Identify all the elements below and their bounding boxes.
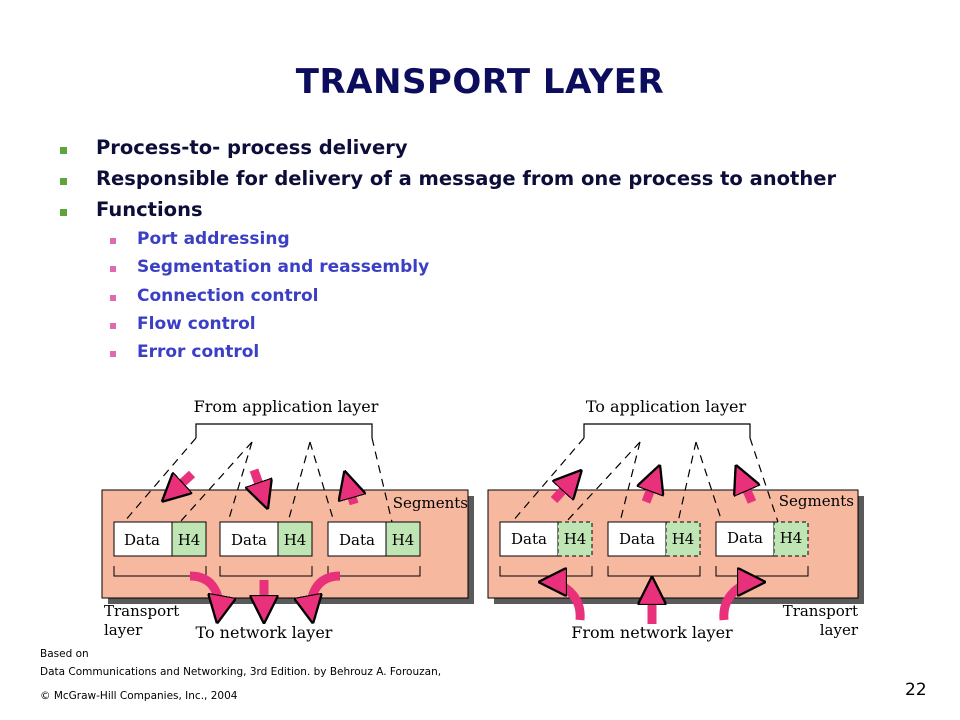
- svg-text:Data: Data: [511, 530, 547, 548]
- sub-bullet-item: Connection control: [60, 286, 940, 314]
- left-segment-2: Data H4: [219, 521, 313, 557]
- svg-text:Data: Data: [124, 531, 160, 549]
- sub-bullet-square-icon: [110, 238, 116, 244]
- transport-layer-diagram: From application layer Segments Data H4 …: [101, 397, 864, 642]
- bullet-item: Functions: [60, 198, 940, 229]
- left-bottom-label: To network layer: [196, 623, 333, 642]
- right-box-label: Segments: [779, 492, 854, 510]
- right-layer-label-2: layer: [820, 621, 859, 639]
- right-layer-label-1: Transport: [783, 602, 858, 620]
- right-bottom-label: From network layer: [571, 623, 733, 642]
- footer-citation: Data Communications and Networking, 3rd …: [40, 666, 442, 678]
- bullet-square-icon: [60, 209, 67, 216]
- sub-bullet-text: Error control: [137, 342, 260, 363]
- right-panel: To application layer Segments Data H4 Da…: [487, 397, 864, 642]
- left-box-label: Segments: [393, 494, 468, 512]
- sub-bullet-item: Error control: [60, 342, 940, 370]
- right-segment-3: Data H4: [715, 521, 809, 557]
- bullet-square-icon: [60, 147, 67, 154]
- page-number: 22: [905, 680, 927, 700]
- left-top-bracket: [195, 423, 373, 438]
- left-bottom-brackets: [113, 566, 421, 577]
- sub-bullet-item: Flow control: [60, 314, 940, 342]
- sub-bullet-text: Connection control: [137, 285, 319, 306]
- bullet-list: Process-to- process delivery Responsible…: [60, 136, 940, 370]
- sub-bullet-item: Port addressing: [60, 229, 940, 257]
- left-panel: From application layer Segments Data H4 …: [101, 397, 474, 642]
- footer-based-on: Based on: [40, 648, 89, 660]
- right-flow-arrows: [544, 470, 760, 624]
- left-segment-3: Data H4: [327, 521, 421, 557]
- svg-text:H4: H4: [564, 530, 587, 548]
- left-layer-label-1: Transport: [104, 602, 179, 620]
- sub-bullet-square-icon: [110, 322, 116, 329]
- svg-text:H4: H4: [392, 531, 415, 549]
- left-dashed-guides: [123, 437, 393, 523]
- svg-text:Data: Data: [231, 531, 267, 549]
- left-segment-1: Data H4: [113, 521, 207, 557]
- svg-text:H4: H4: [672, 530, 695, 548]
- svg-text:H4: H4: [284, 531, 307, 549]
- svg-text:Data: Data: [727, 529, 763, 547]
- sub-bullet-square-icon: [110, 351, 116, 358]
- footer-copyright: © McGraw-Hill Companies, Inc., 2004: [40, 690, 238, 702]
- bullet-text: Responsible for delivery of a message fr…: [96, 167, 837, 190]
- slide-title: TRANSPORT LAYER: [295, 62, 665, 102]
- bullet-square-icon: [60, 178, 67, 185]
- sub-bullet-item: Segmentation and reassembly: [60, 257, 940, 285]
- sub-bullet-text: Segmentation and reassembly: [137, 257, 430, 278]
- sub-bullet-square-icon: [110, 266, 116, 273]
- bullet-item: Process-to- process delivery: [60, 136, 940, 167]
- left-layer-label-2: layer: [104, 621, 143, 639]
- bullet-item: Responsible for delivery of a message fr…: [60, 167, 940, 198]
- right-dashed-guides: [511, 437, 779, 523]
- svg-text:Data: Data: [619, 530, 655, 548]
- right-segment-1: Data H4: [499, 521, 593, 557]
- bullet-text: Process-to- process delivery: [96, 136, 408, 159]
- left-top-label: From application layer: [194, 397, 379, 416]
- right-top-bracket: [583, 423, 751, 438]
- right-segment-2: Data H4: [607, 521, 701, 557]
- right-top-label: To application layer: [586, 397, 747, 416]
- svg-text:H4: H4: [780, 529, 803, 547]
- sub-bullet-text: Port addressing: [137, 229, 290, 249]
- bullet-text: Functions: [96, 198, 203, 221]
- sub-bullet-text: Flow control: [137, 313, 256, 334]
- svg-text:Data: Data: [339, 531, 375, 549]
- left-flow-arrows: [166, 470, 354, 618]
- svg-text:H4: H4: [178, 531, 201, 549]
- sub-bullet-square-icon: [110, 294, 116, 301]
